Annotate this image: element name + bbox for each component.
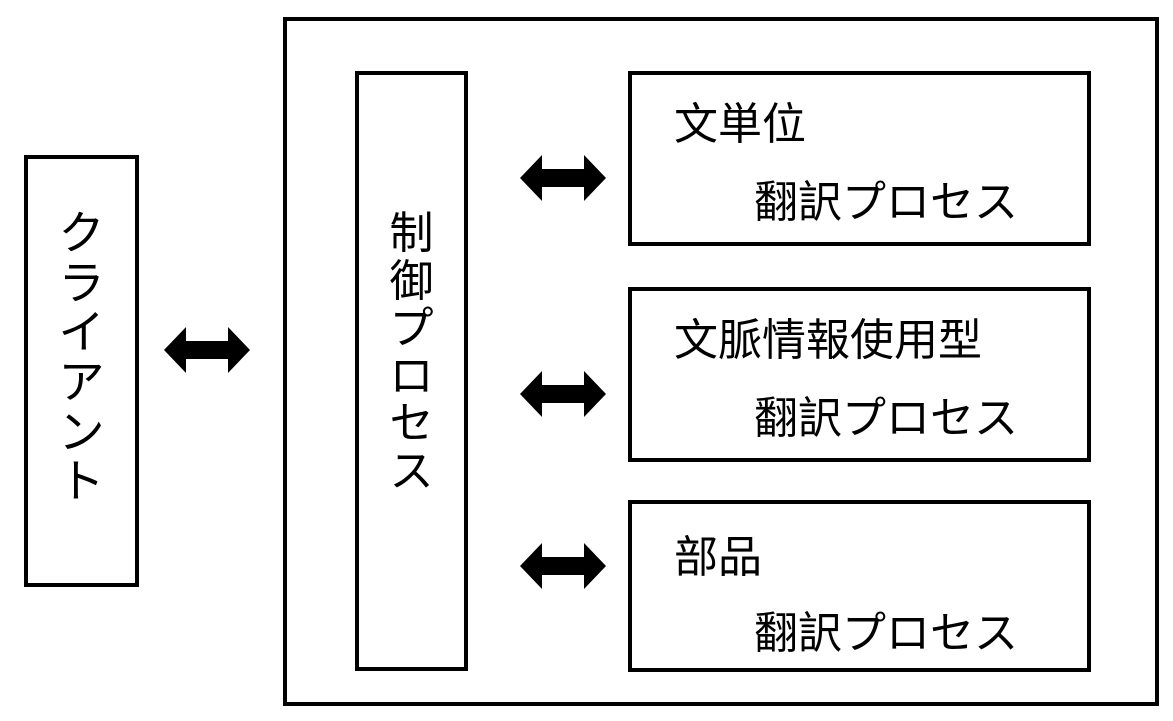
client-box: クライアント xyxy=(24,155,139,587)
vertical-char: ア xyxy=(58,355,105,410)
control-process-label: 制御プロセス xyxy=(359,210,464,495)
component-translation-process-box: 部品 翻訳プロセス xyxy=(628,500,1091,672)
vertical-char: ラ xyxy=(58,255,105,310)
process-label-line1: 文単位 xyxy=(674,99,806,150)
vertical-char: ト xyxy=(58,454,105,509)
process-label-line2: 翻訳プロセス xyxy=(754,393,1018,444)
client-label: クライアント xyxy=(28,206,135,509)
control-process-arrow-2-icon xyxy=(520,371,606,417)
vertical-char: ス xyxy=(389,445,434,497)
client-server-arrow-icon xyxy=(164,327,250,373)
process-label-line1: 文脈情報使用型 xyxy=(674,315,982,366)
process-label-line2: 翻訳プロセス xyxy=(754,608,1018,659)
vertical-char: 御 xyxy=(389,255,434,307)
vertical-char: 制 xyxy=(389,208,434,259)
vertical-char: セ xyxy=(389,398,434,450)
control-process-box: 制御プロセス xyxy=(355,71,468,671)
context-info-translation-process-box: 文脈情報使用型 翻訳プロセス xyxy=(628,287,1091,462)
vertical-char: ク xyxy=(58,206,105,260)
process-label-line1: 部品 xyxy=(674,532,762,583)
sentence-unit-translation-process-box: 文単位 翻訳プロセス xyxy=(628,71,1091,246)
vertical-char: プ xyxy=(389,303,434,355)
control-process-arrow-3-icon xyxy=(520,543,606,589)
control-process-arrow-1-icon xyxy=(520,155,606,201)
process-label-line2: 翻訳プロセス xyxy=(754,177,1018,228)
vertical-char: イ xyxy=(58,305,105,360)
vertical-char: ン xyxy=(58,404,105,459)
vertical-char: ロ xyxy=(389,350,434,402)
